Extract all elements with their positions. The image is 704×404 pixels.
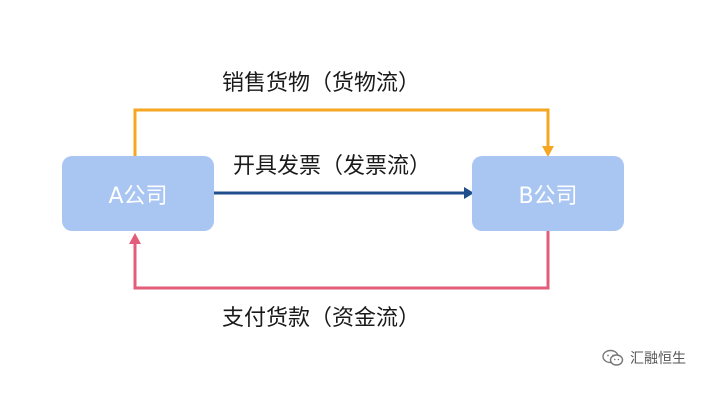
company-a-box: A公司	[62, 156, 214, 231]
invoice-flow-arrow	[214, 187, 474, 199]
company-a-label: A公司	[108, 183, 168, 209]
wechat-icon	[602, 349, 624, 367]
goods-flow-arrow	[133, 108, 554, 157]
goods-flow-label: 销售货物（货物流）	[222, 71, 421, 96]
watermark: 汇融恒生	[602, 348, 686, 368]
invoice-flow-label: 开具发票（发票流）	[233, 154, 432, 179]
company-b-box: B公司	[472, 156, 624, 231]
watermark-text: 汇融恒生	[630, 351, 686, 367]
company-b-label: B公司	[518, 183, 578, 209]
payment-flow-label: 支付货款（资金流）	[222, 306, 421, 331]
payment-flow-arrow	[129, 231, 550, 290]
